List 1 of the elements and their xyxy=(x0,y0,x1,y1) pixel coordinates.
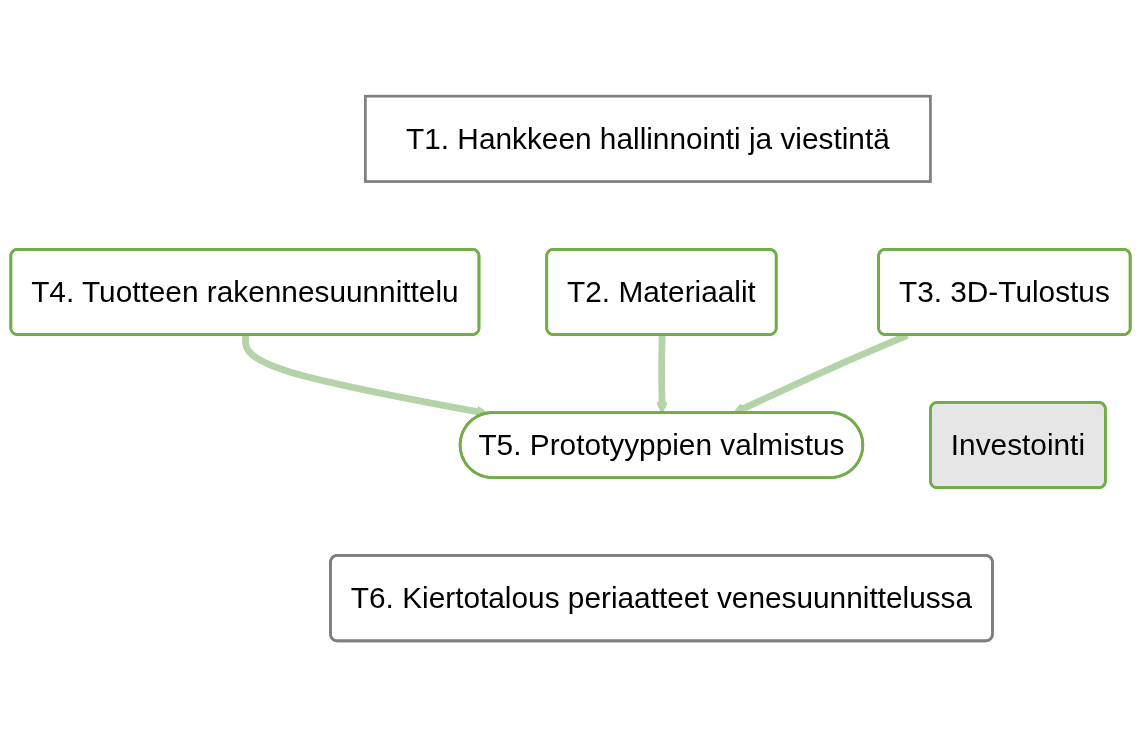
node-box: T1. Hankkeen hallinnointi ja viestintä xyxy=(364,94,932,183)
